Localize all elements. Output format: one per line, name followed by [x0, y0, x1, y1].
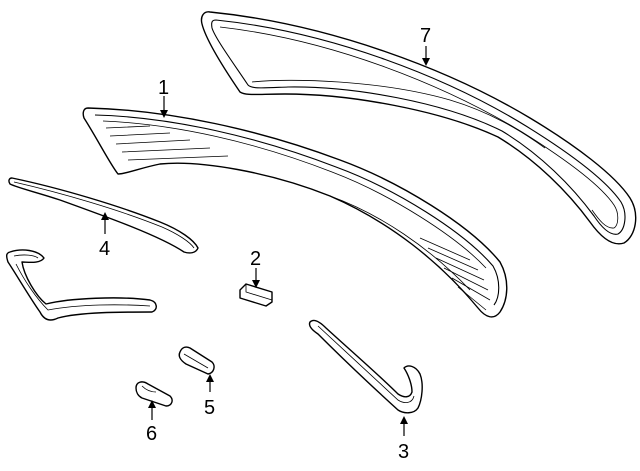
callout-4: 4: [99, 238, 110, 260]
leader-5: [206, 374, 214, 392]
part-1-back-glass[interactable]: [82, 107, 508, 318]
leader-3: [400, 416, 408, 436]
leader-1: [160, 96, 168, 118]
callout-7: 7: [420, 25, 431, 47]
part-3-corner-seal[interactable]: [308, 319, 423, 414]
callout-6: 6: [146, 423, 157, 445]
callout-2: 2: [250, 248, 261, 270]
leader-2: [252, 268, 260, 288]
leader-4: [101, 212, 109, 234]
part-2-bumper[interactable]: [239, 283, 273, 307]
part-5-pad[interactable]: [178, 346, 215, 375]
leader-6: [148, 400, 156, 420]
part-7-window-frame[interactable]: [200, 11, 637, 245]
callout-5: 5: [204, 397, 215, 419]
side-seal[interactable]: [5, 249, 157, 321]
part-6-clip[interactable]: [135, 381, 173, 407]
callout-3: 3: [398, 441, 409, 463]
callout-1: 1: [158, 77, 169, 99]
leader-7: [422, 46, 430, 66]
